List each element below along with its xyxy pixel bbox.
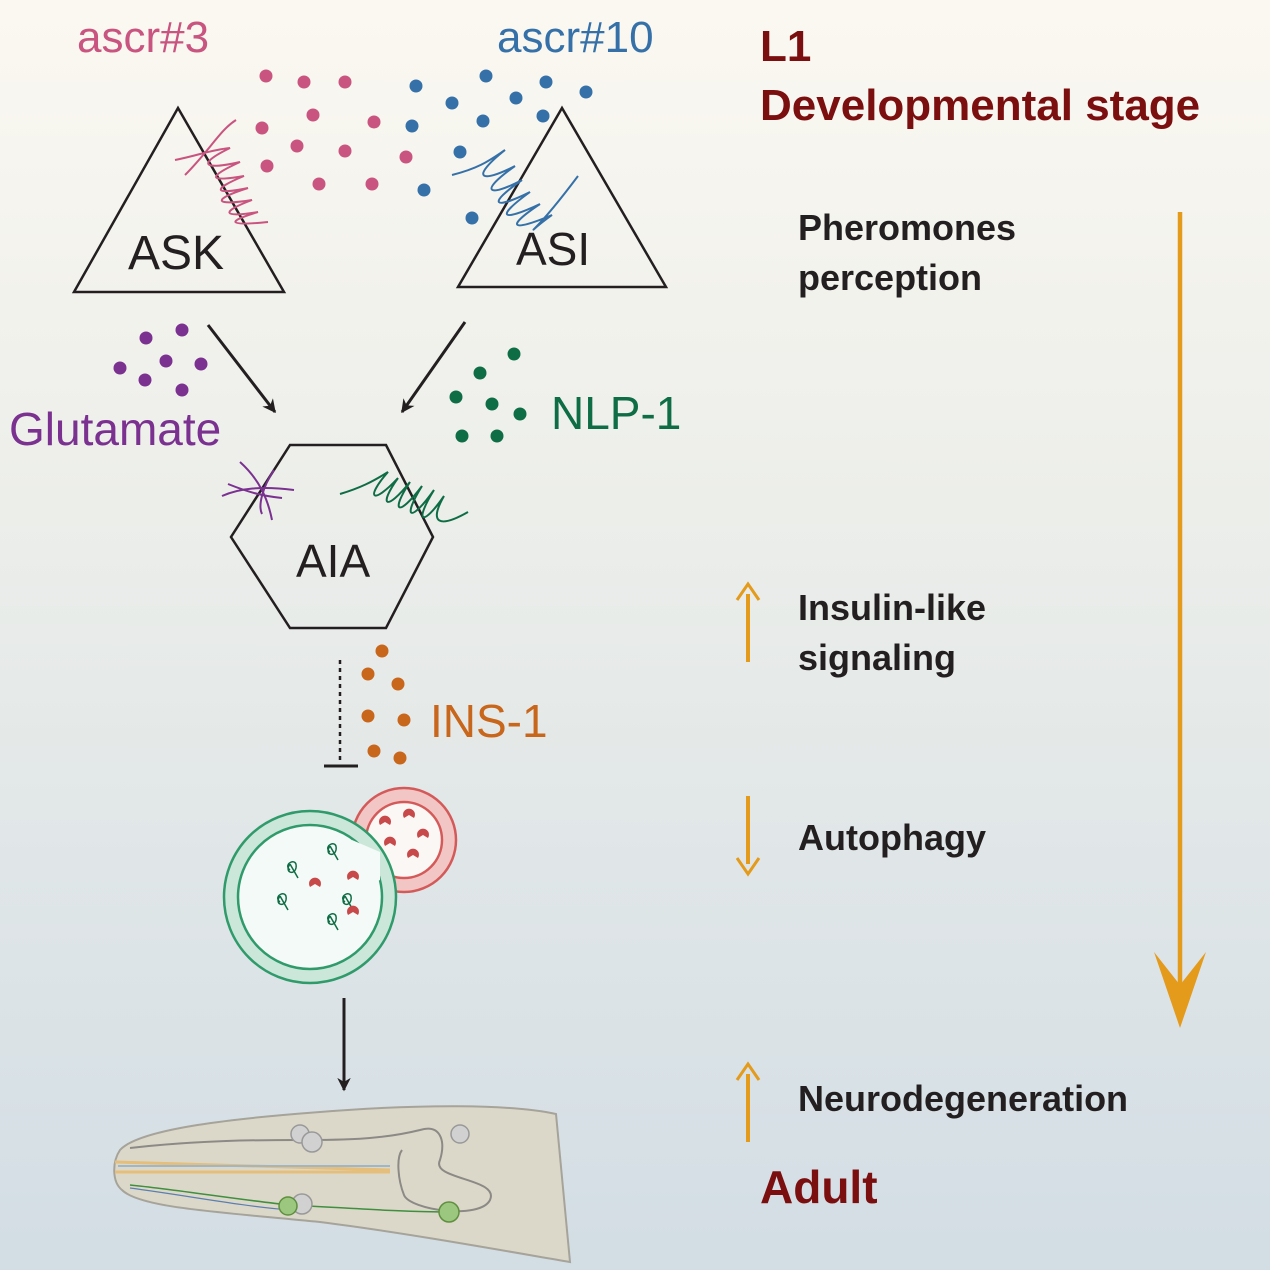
glutamate-molecules [113,323,208,397]
aia-neuron [229,443,435,630]
autophagosome-icon [222,809,398,985]
stage-adult-label: Adult [760,1161,878,1213]
process-insulin-signaling: Insulin-like signaling [798,583,986,683]
process-line: Insulin-like [798,587,987,628]
worm-head-illustration [113,1105,572,1264]
process-line: Autophagy [798,817,986,858]
ascr10-label: ascr#10 [497,13,654,62]
stage-l1-label: L1 [760,22,812,71]
nlp1-molecules [449,347,527,443]
nlp1-receptor-icon [339,471,469,523]
ascr10-receptor-icon [451,149,579,231]
process-neurodegeneration: Neurodegeneration [798,1074,1128,1124]
ask-to-aia-arrow [206,324,277,414]
ascr10-molecules [405,69,593,225]
ins1-label: INS-1 [430,695,548,747]
timeline-arrow [1154,212,1206,1028]
ask-neuron [71,105,287,294]
insulin-up-arrow-icon [735,581,761,662]
asi-label: ASI [516,223,591,275]
process-autophagy: Autophagy [798,813,986,863]
process-line: signaling [798,637,957,678]
process-line: Neurodegeneration [798,1078,1129,1119]
ascr3-receptor-icon [174,119,269,225]
nlp1-label: NLP-1 [551,387,682,439]
ins1-molecules [361,644,411,765]
process-pheromones: Pheromones perception [798,203,1016,303]
ins1-inhibition-line [324,660,358,768]
ascr3-label: ascr#3 [77,13,210,62]
stage-developmental-label: Developmental stage [760,81,1201,130]
process-line: perception [798,257,983,298]
ask-label: ASK [128,227,225,280]
glutamate-label: Glutamate [9,403,222,455]
aia-label: AIA [296,535,371,587]
autophagy-down-arrow-icon [735,796,761,877]
neurodegeneration-up-arrow-icon [735,1061,761,1142]
asi-neuron [455,105,669,289]
glutamate-receptor-icon [221,461,295,521]
process-line: Pheromones [798,207,1017,248]
asi-to-aia-arrow [400,321,467,414]
ascr3-molecules [255,69,413,191]
